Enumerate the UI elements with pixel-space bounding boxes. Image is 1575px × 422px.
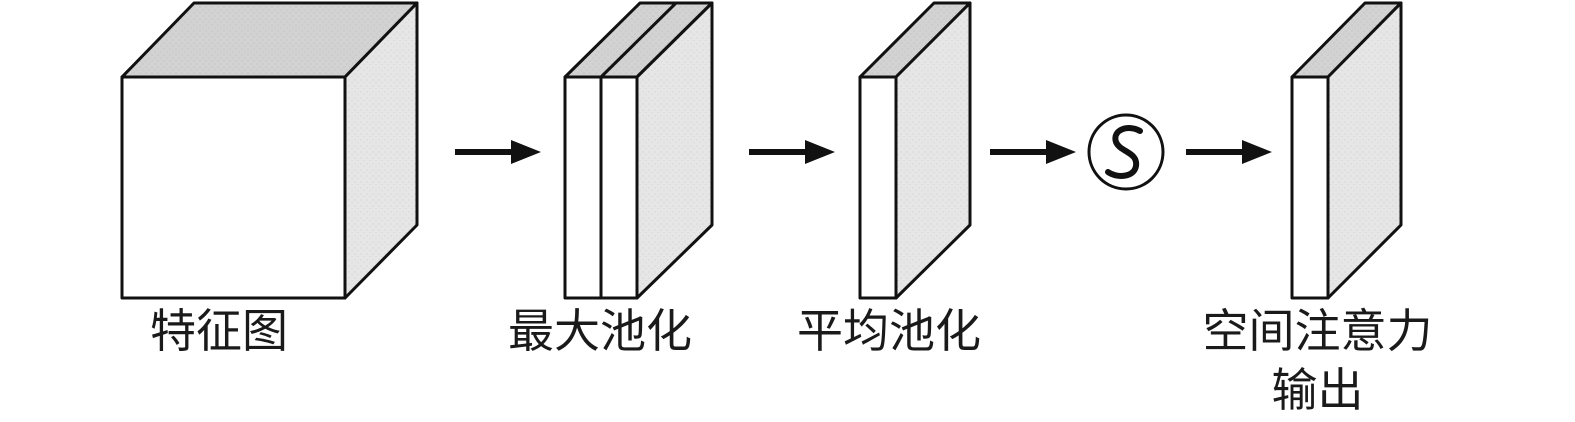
max-pooling-label: 最大池化 [508, 304, 692, 358]
arrow-right-icon [749, 140, 835, 164]
output-slab [1290, 1, 1403, 300]
avg-pooling-label: 平均池化 [797, 304, 981, 358]
max-pool-slabs [563, 1, 714, 300]
sigmoid-curve-icon [1105, 125, 1143, 179]
output-front [1290, 75, 1330, 300]
cube-front-face [120, 75, 347, 300]
arrow-right-icon [455, 140, 541, 164]
max-pool-front-2 [599, 75, 639, 300]
arrow-right-icon [990, 140, 1076, 164]
output-label-line2: 输出 [1271, 363, 1364, 417]
sigmoid-circle [1087, 113, 1165, 191]
avg-pool-slab [858, 1, 972, 300]
max-pool-front-1 [563, 75, 603, 300]
output-label-line1: 空间注意力 [1202, 304, 1433, 358]
arrow-right-icon [1186, 140, 1272, 164]
feature-map-cube [120, 1, 419, 300]
feature-map-label: 特征图 [150, 304, 288, 358]
avg-pool-front [858, 75, 898, 300]
